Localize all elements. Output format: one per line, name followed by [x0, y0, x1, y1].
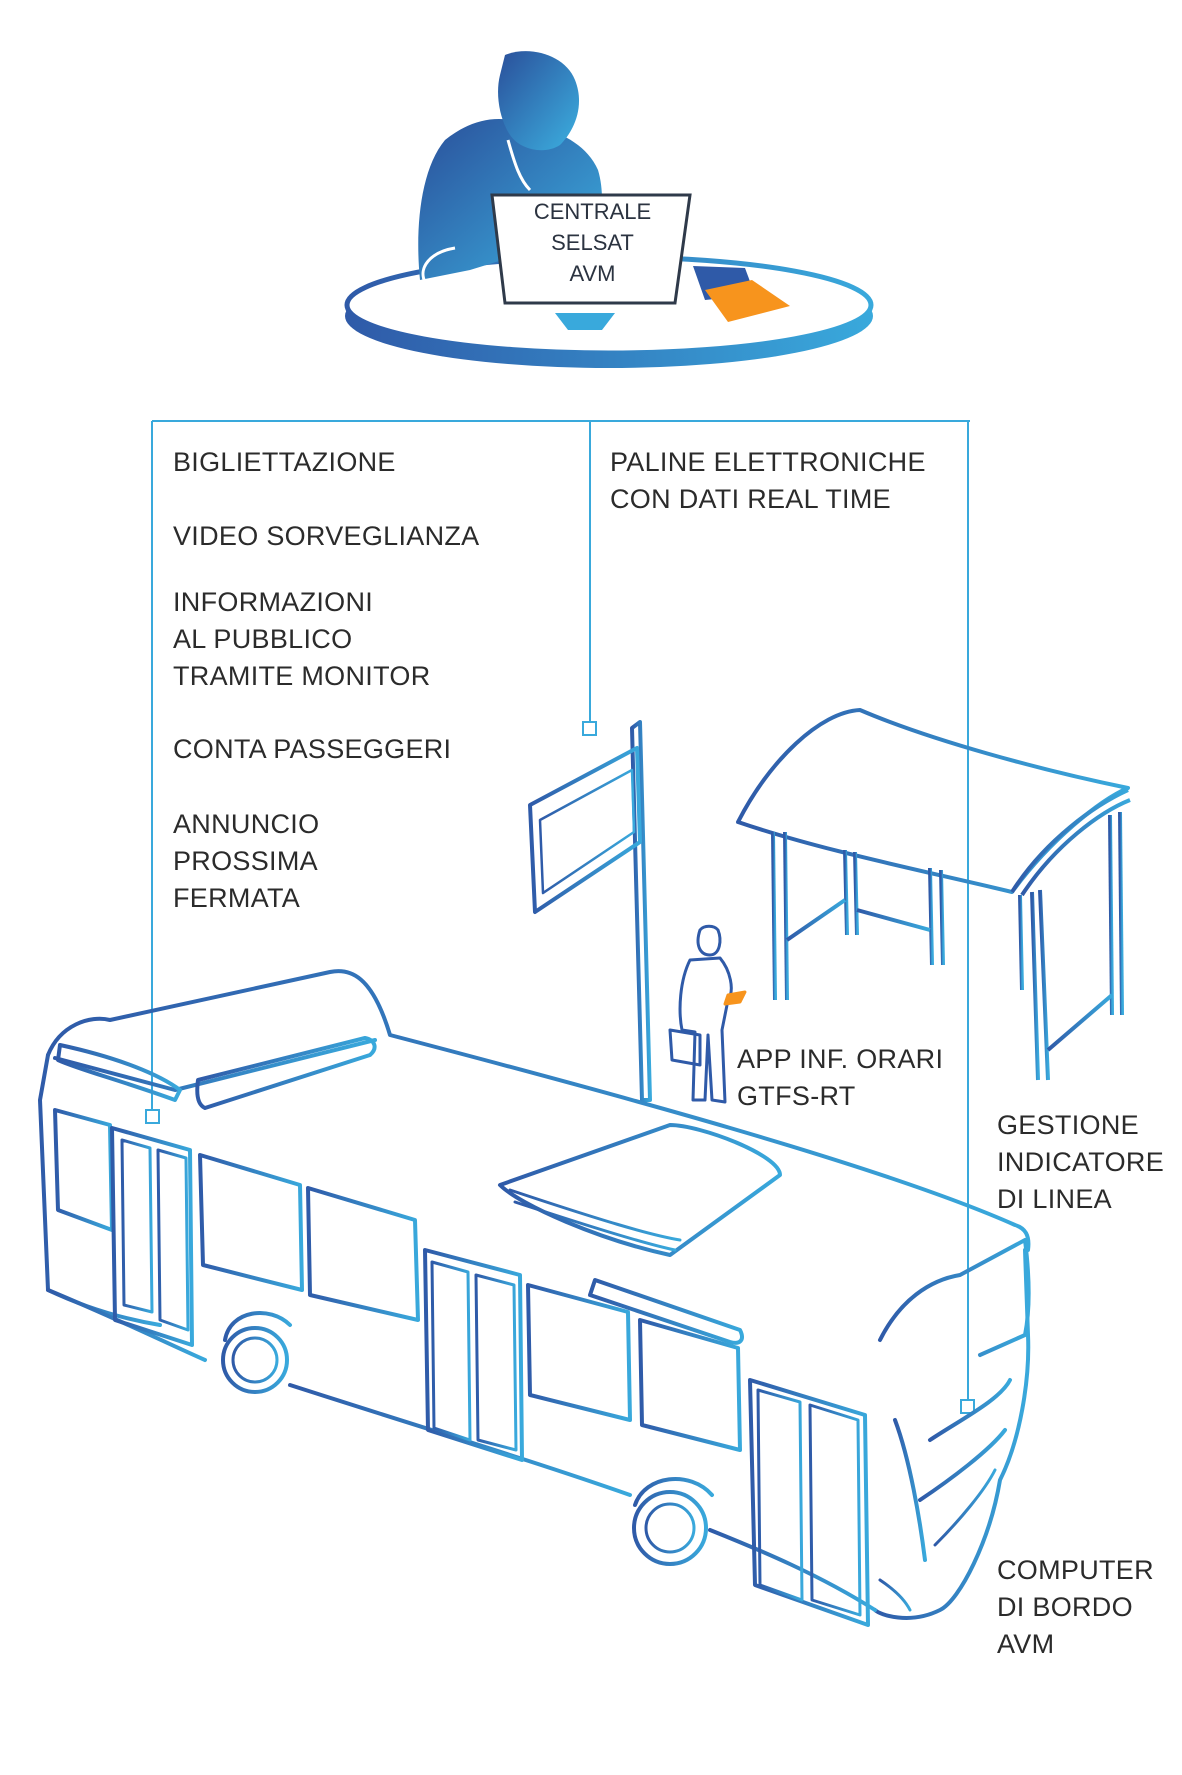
bus-shelter [736, 708, 1131, 1081]
label-annuncio: ANNUNCIO PROSSIMA FERMATA [173, 809, 320, 913]
label-app-orari: APP INF. ORARI GTFS-RT [737, 1044, 944, 1111]
document-orange-icon [705, 280, 790, 322]
monitor-icon [490, 193, 692, 305]
electronic-stop-pole [528, 720, 652, 1102]
node-computer [960, 1399, 975, 1414]
node-paline [582, 721, 597, 736]
phone-icon [723, 990, 747, 1006]
label-computer-bordo: COMPUTER DI BORDO AVM [997, 1555, 1154, 1659]
monitor-line-2: SELSAT [551, 230, 634, 255]
node-onboard [145, 1109, 160, 1124]
label-paline: PALINE ELETTRONICHE CON DATI REAL TIME [610, 447, 926, 514]
label-bigliettazione: BIGLIETTAZIONE [173, 447, 396, 477]
bus-illustration [38, 969, 1031, 1627]
label-conta-passeggeri: CONTA PASSEGGERI [173, 734, 452, 764]
passenger-icon [668, 924, 747, 1104]
control-center-illustration [344, 51, 874, 368]
operator-head-icon [498, 51, 580, 151]
connection-lines [145, 420, 975, 1414]
label-informazioni: INFORMAZIONI AL PUBBLICO TRAMITE MONITOR [173, 587, 431, 691]
monitor-line-1: CENTRALE [533, 199, 652, 224]
monitor-label: CENTRALE SELSAT AVM [500, 196, 685, 289]
monitor-line-3: AVM [569, 261, 616, 286]
monitor-stand-icon [555, 313, 615, 330]
label-gestione-indicatore: GESTIONE INDICATORE DI LINEA [997, 1110, 1165, 1214]
label-video-sorveglianza: VIDEO SORVEGLIANZA [173, 521, 480, 551]
